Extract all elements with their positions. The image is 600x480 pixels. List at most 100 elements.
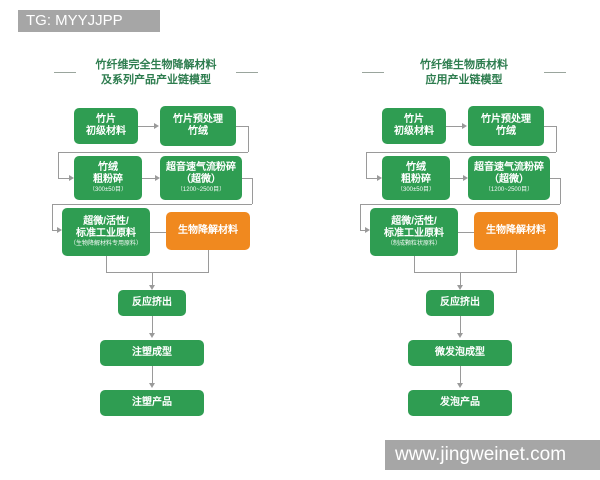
node-label: 超音速气流粉碎 bbox=[166, 162, 236, 173]
arrow-right-icon bbox=[69, 175, 74, 181]
node-label: 竹片预处理 bbox=[481, 114, 531, 125]
telegram-tag-banner: TG: MYYJJPP bbox=[18, 10, 160, 32]
node-label: 注塑成型 bbox=[132, 347, 172, 358]
node-label: 生物降解材料 bbox=[486, 225, 546, 236]
node-label: 注塑产品 bbox=[132, 397, 172, 408]
chart-title: 竹纤维完全生物降解材料 及系列产品产业链模型 bbox=[46, 58, 266, 88]
node-reactive-extrusion: 反应挤出 bbox=[426, 290, 494, 316]
connector bbox=[58, 152, 59, 178]
arrow-right-icon bbox=[155, 175, 160, 181]
node-label: 生物降解材料 bbox=[178, 225, 238, 236]
connector bbox=[360, 230, 367, 231]
chart-title-line2: 及系列产品产业链模型 bbox=[101, 74, 211, 86]
flowchart-biodegradable-products: 竹纤维完全生物降解材料 及系列产品产业链模型 竹片 初级材料 竹片预处理 竹绒 … bbox=[46, 50, 266, 450]
node-micro-foam-molding: 微发泡成型 bbox=[408, 340, 512, 366]
node-label: 超微/活性/ bbox=[391, 216, 437, 227]
connector bbox=[52, 204, 53, 230]
node-label: （超微） bbox=[181, 174, 221, 185]
connector bbox=[106, 256, 107, 272]
chart-title: 竹纤维生物质材料 应用产业链模型 bbox=[354, 58, 574, 88]
connector bbox=[58, 152, 248, 153]
node-industrial-raw-material: 超微/活性/ 标准工业原料 （制成颗粒状原料） bbox=[370, 208, 458, 256]
watermark-banner: www.jingweinet.com bbox=[385, 440, 600, 470]
chart-title-line2: 应用产业链模型 bbox=[425, 74, 503, 86]
node-raw-material: 竹片 初级材料 bbox=[74, 108, 138, 144]
node-label: 竹绒 bbox=[496, 126, 516, 137]
arrow-down-icon bbox=[457, 285, 463, 290]
connector bbox=[248, 126, 249, 152]
title-dash-right bbox=[236, 72, 258, 73]
connector bbox=[152, 316, 153, 334]
connector bbox=[208, 250, 209, 272]
connector bbox=[58, 178, 70, 179]
node-label: 竹绒 bbox=[98, 162, 118, 173]
connector bbox=[142, 178, 156, 179]
node-label: 竹绒 bbox=[188, 126, 208, 137]
chart-title-line1: 竹纤维生物质材料 bbox=[420, 59, 508, 71]
connector bbox=[150, 232, 166, 233]
arrow-right-icon bbox=[365, 227, 370, 233]
connector bbox=[366, 152, 367, 178]
connector bbox=[458, 232, 474, 233]
arrow-down-icon bbox=[457, 333, 463, 338]
connector bbox=[138, 126, 155, 127]
node-jet-milling: 超音速气流粉碎 （超微） （1200~2500目） bbox=[468, 156, 550, 200]
node-biodegradable-material: 生物降解材料 bbox=[166, 212, 250, 250]
node-reactive-extrusion: 反应挤出 bbox=[118, 290, 186, 316]
node-caption: （1200~2500目） bbox=[484, 187, 534, 193]
connector bbox=[152, 366, 153, 384]
node-coarse-grinding: 竹绒 粗粉碎 （300±50目） bbox=[382, 156, 450, 200]
arrow-down-icon bbox=[149, 383, 155, 388]
node-caption: （300±50目） bbox=[89, 187, 127, 193]
connector bbox=[560, 178, 561, 204]
node-label: 标准工业原料 bbox=[76, 228, 136, 239]
connector bbox=[106, 272, 209, 273]
node-label: 发泡产品 bbox=[440, 397, 480, 408]
connector bbox=[414, 256, 415, 272]
connector bbox=[516, 250, 517, 272]
connector bbox=[360, 204, 361, 230]
title-dash-left bbox=[362, 72, 384, 73]
node-label: 竹片 bbox=[404, 114, 424, 125]
flowchart-biomass-application: 竹纤维生物质材料 应用产业链模型 竹片 初级材料 竹片预处理 竹绒 竹绒 粗粉碎… bbox=[354, 50, 574, 450]
connector bbox=[414, 272, 517, 273]
connector bbox=[152, 272, 153, 286]
connector bbox=[366, 178, 378, 179]
node-label: （超微） bbox=[489, 174, 529, 185]
node-caption: （300±50目） bbox=[397, 187, 435, 193]
node-label: 初级材料 bbox=[86, 126, 126, 137]
arrow-right-icon bbox=[463, 175, 468, 181]
arrow-right-icon bbox=[462, 123, 467, 129]
node-coarse-grinding: 竹绒 粗粉碎 （300±50目） bbox=[74, 156, 142, 200]
node-pretreatment: 竹片预处理 竹绒 bbox=[160, 106, 236, 146]
node-foam-product: 发泡产品 bbox=[408, 390, 512, 416]
arrow-right-icon bbox=[57, 227, 62, 233]
node-label: 标准工业原料 bbox=[384, 228, 444, 239]
node-caption: （制成颗粒状原料） bbox=[386, 241, 441, 247]
node-raw-material: 竹片 初级材料 bbox=[382, 108, 446, 144]
connector bbox=[236, 126, 248, 127]
node-label: 微发泡成型 bbox=[435, 347, 485, 358]
arrow-down-icon bbox=[149, 333, 155, 338]
arrow-down-icon bbox=[149, 285, 155, 290]
connector bbox=[252, 178, 253, 204]
connector bbox=[366, 152, 556, 153]
node-label: 竹片 bbox=[96, 114, 116, 125]
connector bbox=[556, 126, 557, 152]
connector bbox=[550, 178, 560, 179]
connector bbox=[446, 126, 463, 127]
node-caption: （生物降解材料专用原料） bbox=[69, 241, 142, 247]
connector bbox=[52, 230, 59, 231]
connector bbox=[52, 204, 252, 205]
node-label: 竹绒 bbox=[406, 162, 426, 173]
title-dash-left bbox=[54, 72, 76, 73]
connector bbox=[450, 178, 464, 179]
connector bbox=[360, 204, 560, 205]
node-label: 竹片预处理 bbox=[173, 114, 223, 125]
node-label: 超音速气流粉碎 bbox=[474, 162, 544, 173]
node-jet-milling: 超音速气流粉碎 （超微） （1200~2500目） bbox=[160, 156, 242, 200]
connector bbox=[460, 272, 461, 286]
node-label: 粗粉碎 bbox=[401, 174, 431, 185]
node-caption: （1200~2500目） bbox=[176, 187, 226, 193]
node-final-product: 注塑产品 bbox=[100, 390, 204, 416]
